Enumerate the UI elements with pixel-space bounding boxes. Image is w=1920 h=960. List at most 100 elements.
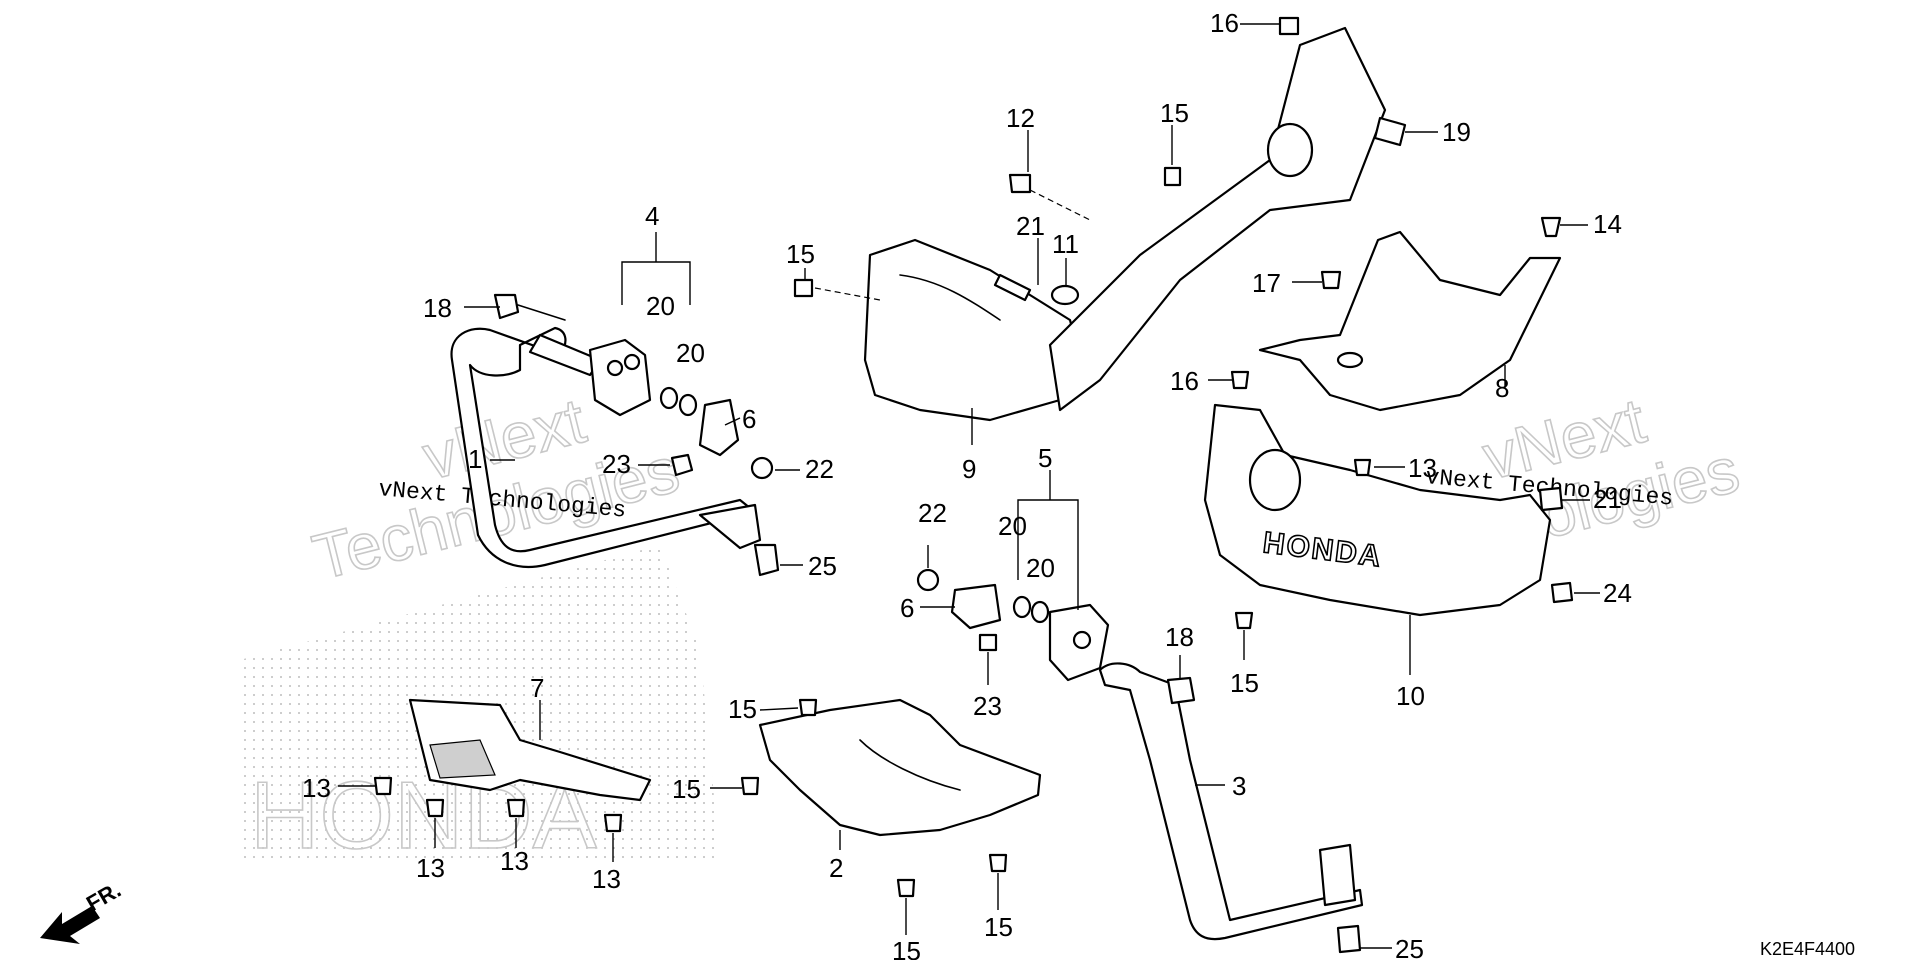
callout-20-right-b: 20 [1026, 553, 1055, 583]
part-17-screw [1320, 270, 1342, 290]
callout-21-right: 21 [1593, 484, 1622, 514]
part-20-washer-left-b [678, 393, 698, 417]
callout-4: 4 [645, 201, 659, 231]
part-20-washer-right-b [1030, 600, 1050, 624]
part-12-screw [1008, 173, 1032, 194]
part-19-nut [1373, 116, 1407, 147]
part-6-stay-right [950, 583, 1002, 630]
callout-24: 24 [1603, 578, 1632, 608]
part-21-clip-center [993, 273, 1032, 302]
callout-16-lower: 16 [1170, 366, 1199, 396]
part-18-bolt-right [1166, 676, 1196, 705]
callout-5: 5 [1038, 443, 1052, 473]
part-9-center-panel-hole [1266, 122, 1314, 178]
part-13-screw-p7-d [603, 813, 623, 833]
part-13-screw-p7-a [373, 776, 393, 796]
callout-18-right: 18 [1165, 622, 1194, 652]
part-8-top-cover [1258, 230, 1562, 412]
callout-20-left-b: 20 [676, 338, 705, 368]
callout-3: 3 [1232, 771, 1246, 801]
callout-8: 8 [1495, 373, 1509, 403]
part-13-screw-p7-c [506, 798, 526, 818]
callout-15-cover: 15 [1230, 668, 1259, 698]
part-15-screw-p2-right [988, 853, 1008, 873]
callout-13-p7-a: 13 [302, 773, 331, 803]
callout-15-p2-bottom: 15 [892, 936, 921, 960]
part-10-emblem [1248, 448, 1302, 512]
callout-13-p7-d: 13 [592, 864, 621, 894]
leader-lines [338, 23, 1600, 949]
callout-15-left: 15 [786, 239, 815, 269]
callout-23-right: 23 [973, 691, 1002, 721]
part-13-screw-right [1353, 458, 1372, 477]
part-2-lower-cover-detail [859, 739, 961, 791]
part-3-grab-bar-right [1098, 662, 1364, 941]
callout-12: 12 [1006, 103, 1035, 133]
callout-10: 10 [1396, 681, 1425, 711]
part-13-screw-p7-b [425, 798, 445, 818]
part-20-washer-right-a [1012, 595, 1032, 619]
callout-15-p2-top: 15 [728, 694, 757, 724]
part-15-screw-p2-bottom [896, 878, 916, 898]
part-9-inner-detail [899, 274, 1001, 321]
callout-18-left: 18 [423, 293, 452, 323]
front-direction-indicator: FR. [40, 877, 125, 944]
callout-22-left: 22 [805, 454, 834, 484]
callout-9: 9 [962, 454, 976, 484]
part-7-hatched-area [429, 739, 496, 779]
part-23-nut-left [670, 453, 694, 477]
part-16-screw-upper [1278, 16, 1300, 36]
callout-labels: 4 18 20 20 6 1 23 22 25 12 15 16 19 14 2… [302, 8, 1632, 960]
callout-20-left-a: 20 [646, 291, 675, 321]
part-25-bolt-right [1336, 924, 1362, 954]
part-20-washer-left-a [659, 386, 679, 410]
callout-1: 1 [468, 444, 482, 474]
leader-15-p2-top [759, 707, 799, 711]
part-4-hole-a [606, 359, 624, 377]
part-16-screw-lower [1230, 370, 1250, 390]
part-22-nut-left [750, 456, 774, 480]
callout-23-left: 23 [602, 449, 631, 479]
front-arrow-icon [40, 906, 100, 944]
diagram-code: K2E4F4400 [1760, 939, 1855, 959]
callout-16-upper: 16 [1210, 8, 1239, 38]
part-3-bracket [1318, 843, 1357, 907]
part-18-bolt-shaft-left [517, 304, 566, 321]
callout-17: 17 [1252, 268, 1281, 298]
part-4-bar-holder-left [588, 338, 652, 417]
callout-13-p7-b: 13 [416, 853, 445, 883]
callout-6-right: 6 [900, 593, 914, 623]
callout-15-upper: 15 [1160, 98, 1189, 128]
part-1-bracket [698, 503, 762, 550]
part-6-stay-left [698, 398, 740, 457]
part-18-bolt-left [493, 293, 520, 320]
callout-25-right: 25 [1395, 934, 1424, 960]
callout-22-right: 22 [918, 498, 947, 528]
leader-6-left [724, 417, 741, 426]
leader-12-dash [1029, 189, 1091, 221]
part-15-screw-upper [1163, 166, 1182, 187]
part-15-screw-p2-top [798, 698, 818, 717]
part-1-bar-end [528, 333, 602, 377]
part-9-inner-cover [863, 238, 1082, 422]
part-11-grommet [1050, 284, 1080, 306]
callout-7: 7 [530, 673, 544, 703]
callout-25-left: 25 [808, 551, 837, 581]
callout-2: 2 [829, 853, 843, 883]
part-25-bolt-left [753, 543, 780, 577]
part-23-nut-right [978, 633, 998, 652]
part-24-bolt [1550, 581, 1574, 604]
part-4-hole-b [623, 353, 641, 371]
callout-13-right: 13 [1408, 453, 1437, 483]
callout-21-center: 21 [1016, 211, 1045, 241]
callout-13-p7-c: 13 [500, 846, 529, 876]
parts-layer: HONDA [373, 16, 1574, 954]
callout-15-p2-right: 15 [984, 912, 1013, 942]
callout-20-right-a: 20 [998, 511, 1027, 541]
part-5-hole [1072, 630, 1092, 650]
part-8-hole [1336, 351, 1364, 369]
part-15-screw-left [793, 278, 814, 298]
callout-14: 14 [1593, 209, 1622, 239]
